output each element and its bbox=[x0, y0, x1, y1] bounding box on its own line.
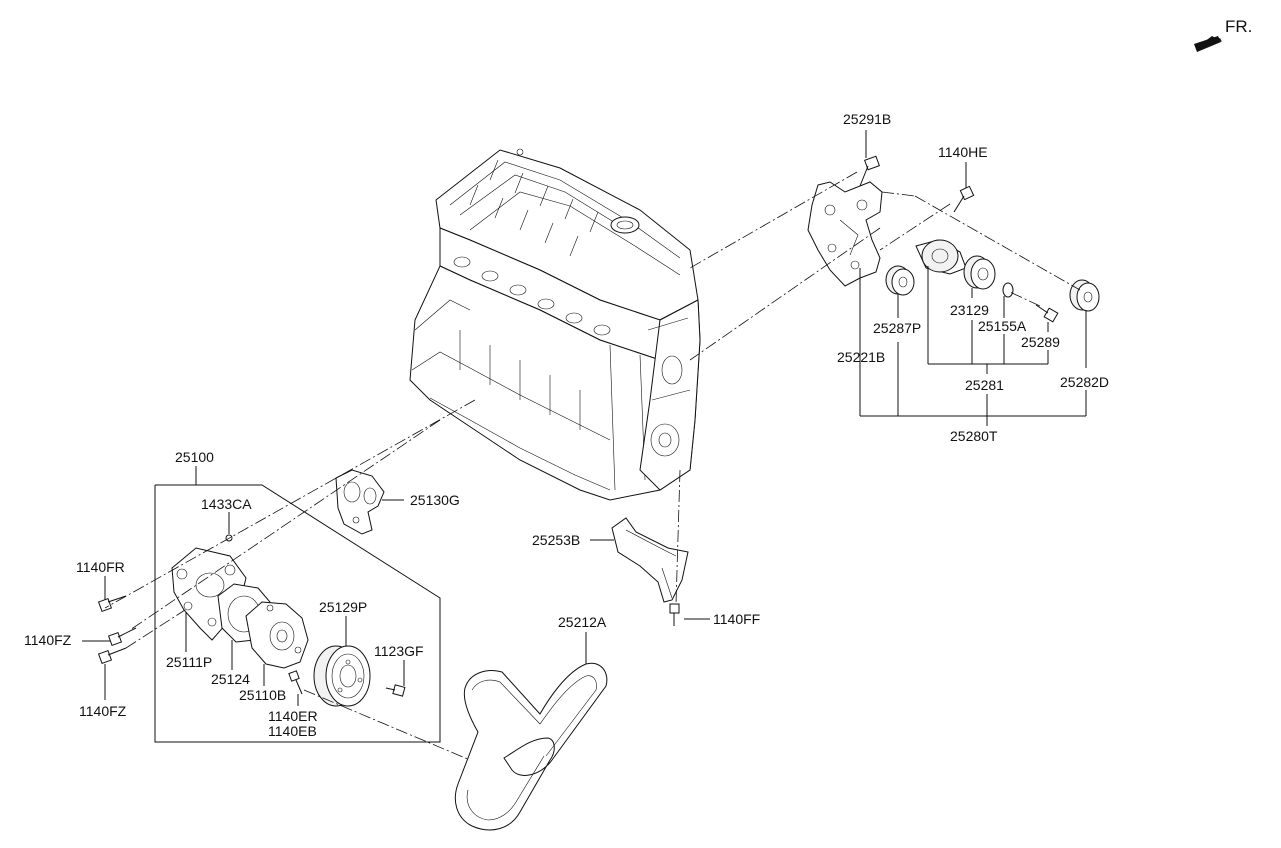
belt-25212A bbox=[454, 662, 608, 831]
callout-1140HE: 1140HE bbox=[938, 144, 988, 160]
callout-labels: 25291B 1140HE 23129 25155A 25287P 25289 … bbox=[24, 111, 1109, 739]
callout-1140FF: 1140FF bbox=[713, 611, 760, 627]
pulley-25282D bbox=[1069, 279, 1100, 312]
callout-25155A: 25155A bbox=[978, 318, 1027, 334]
callout-1140FR: 1140FR bbox=[76, 559, 125, 575]
callout-1140ER: 1140ER bbox=[268, 708, 318, 724]
bolt-1140HE bbox=[953, 185, 975, 213]
pulley-23129 bbox=[963, 255, 996, 290]
callout-25100: 25100 bbox=[175, 449, 214, 465]
callout-1140FZ-lower: 1140FZ bbox=[79, 703, 127, 719]
bolt-1140FR bbox=[97, 595, 127, 613]
callout-25110B: 25110B bbox=[239, 687, 286, 703]
callout-1123GF: 1123GF bbox=[374, 643, 424, 659]
callout-25111P: 25111P bbox=[166, 654, 212, 670]
callout-1140FZ-upper: 1140FZ bbox=[24, 632, 72, 648]
center-lines bbox=[104, 171, 1081, 761]
front-direction-indicator: FR. bbox=[1194, 17, 1252, 52]
pulley-25287P bbox=[885, 265, 915, 296]
callout-25212A: 25212A bbox=[558, 614, 607, 630]
tensioner-assembly bbox=[807, 155, 1100, 323]
bolt-25291B bbox=[859, 155, 880, 187]
bolt-25289 bbox=[1035, 304, 1059, 323]
callout-25280T: 25280T bbox=[950, 428, 998, 444]
callout-25129P: 25129P bbox=[319, 599, 367, 615]
water-pump-group bbox=[154, 484, 441, 743]
callout-25124: 25124 bbox=[211, 671, 250, 687]
tensioner-body bbox=[915, 239, 967, 275]
bolt-1140FZ-lower bbox=[97, 647, 127, 665]
callout-25287P: 25287P bbox=[873, 320, 921, 336]
washer-25155A bbox=[1002, 282, 1014, 298]
callout-1433CA: 1433CA bbox=[201, 496, 252, 512]
callout-25281: 25281 bbox=[965, 377, 1004, 393]
engine-block bbox=[409, 148, 701, 501]
leader-lines bbox=[82, 130, 1087, 706]
callout-25282D: 25282D bbox=[1060, 374, 1109, 390]
bracket-25221B bbox=[807, 181, 883, 287]
callout-23129: 23129 bbox=[950, 302, 989, 318]
front-label: FR. bbox=[1225, 17, 1252, 36]
bolt-1140ER bbox=[288, 670, 303, 695]
bolt-1140FZ-upper bbox=[107, 627, 137, 647]
callout-1140EB: 1140EB bbox=[268, 723, 317, 739]
callout-25289: 25289 bbox=[1021, 334, 1060, 350]
bolt-1123GF bbox=[385, 684, 406, 697]
bracket-25253B bbox=[611, 517, 689, 626]
bolt-1140FF bbox=[669, 603, 680, 626]
callout-25221B: 25221B bbox=[837, 349, 885, 365]
callout-25130G: 25130G bbox=[410, 492, 460, 508]
callout-25253B: 25253B bbox=[532, 532, 580, 548]
pulley-25129P bbox=[313, 645, 371, 707]
gasket-25130G bbox=[335, 469, 385, 535]
callout-25291B: 25291B bbox=[843, 111, 891, 127]
